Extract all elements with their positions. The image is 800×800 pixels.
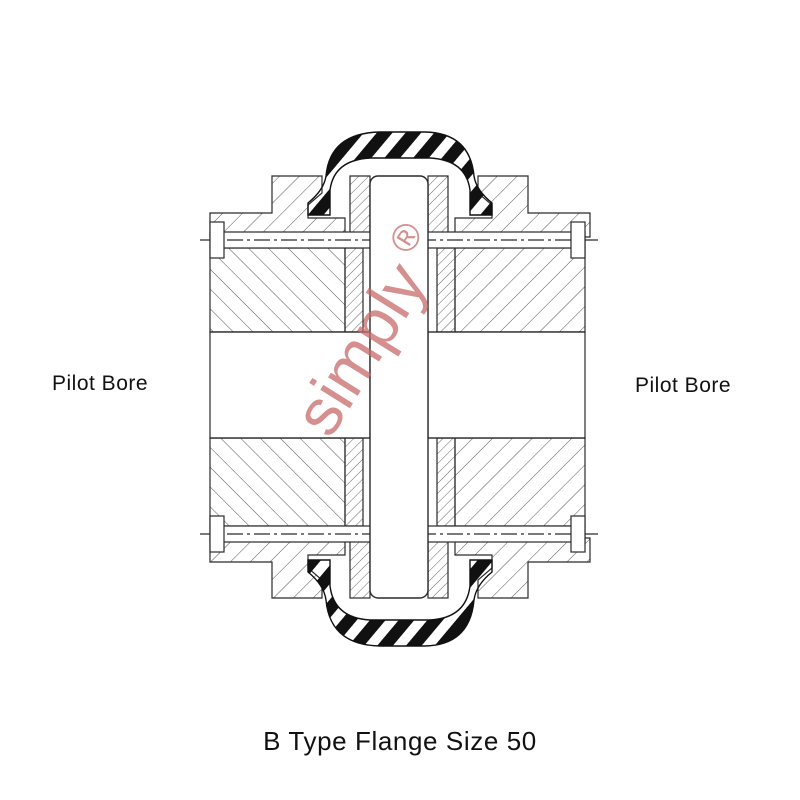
left-upper-bolt-head (209, 221, 225, 259)
left-hub-lower (209, 437, 346, 527)
right-lower-bolt-head (570, 515, 586, 553)
right-pilot-bore-label: Pilot Bore (635, 374, 732, 397)
right-hub-upper (454, 247, 586, 333)
right-bolts (420, 221, 600, 553)
rubber-element (307, 131, 493, 647)
center-gap-channel (369, 175, 429, 599)
rubber-element-lower (307, 559, 493, 647)
rubber-element-upper (307, 131, 493, 216)
right-pilot-bore (427, 331, 586, 439)
bore-outline (210, 331, 585, 439)
figure-caption: B Type Flange Size 50 (263, 726, 537, 756)
right-flange (427, 175, 591, 599)
right-hub-lower (454, 437, 586, 527)
left-hub-upper (209, 247, 346, 333)
right-collar-lower (436, 437, 456, 527)
left-collar-lower (344, 437, 364, 527)
right-upper-bolt-head (570, 221, 586, 259)
left-pilot-bore-label: Pilot Bore (52, 372, 149, 395)
left-lower-bolt-head (209, 515, 225, 553)
center-gap (369, 175, 429, 599)
